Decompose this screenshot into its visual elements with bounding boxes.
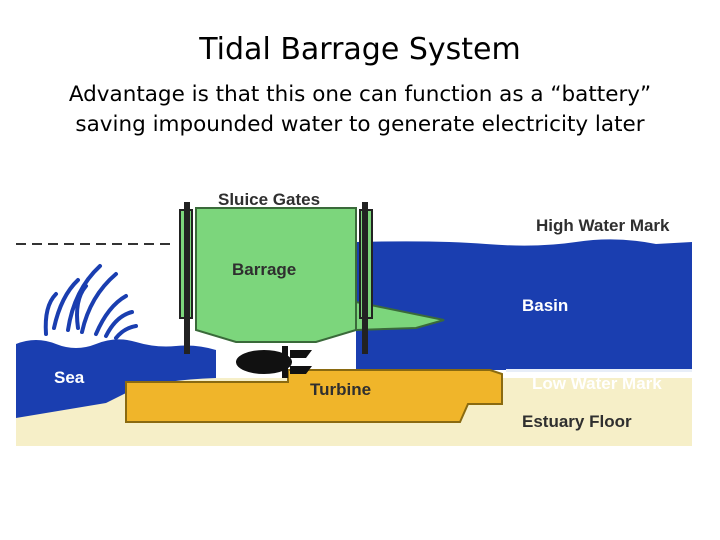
sea-water bbox=[16, 339, 216, 418]
sluice-gates-label: Sluice Gates bbox=[218, 190, 321, 209]
slide-subtitle: Advantage is that this one can function … bbox=[20, 80, 700, 140]
low-water-line bbox=[506, 369, 692, 372]
estuary-floor-label: Estuary Floor bbox=[522, 412, 632, 431]
subtitle-line-2: saving impounded water to generate elect… bbox=[75, 112, 645, 137]
subtitle-line-1: Advantage is that this one can function … bbox=[68, 82, 652, 107]
basin-water bbox=[356, 239, 692, 370]
slide-title: Tidal Barrage System bbox=[199, 32, 521, 67]
barrage-wall bbox=[195, 207, 357, 343]
diagram-svg bbox=[16, 202, 692, 446]
basin-label: Basin bbox=[522, 296, 569, 315]
low-water-mark-label: Low Water Mark bbox=[532, 374, 662, 393]
sea-label: Sea bbox=[54, 368, 85, 387]
barrage-label: Barrage bbox=[232, 260, 297, 279]
right-sluice-gate bbox=[359, 202, 373, 354]
barrage-ramp bbox=[355, 300, 445, 332]
turbine-rotor bbox=[236, 346, 312, 378]
turbine-label: Turbine bbox=[310, 380, 372, 399]
sea-spray bbox=[43, 264, 138, 340]
high-water-mark-label: High Water Mark bbox=[536, 216, 670, 235]
tidal-barrage-diagram: Sluice Gates High Water Mark Barrage Bas… bbox=[16, 178, 692, 446]
left-sluice-gate bbox=[179, 202, 193, 354]
